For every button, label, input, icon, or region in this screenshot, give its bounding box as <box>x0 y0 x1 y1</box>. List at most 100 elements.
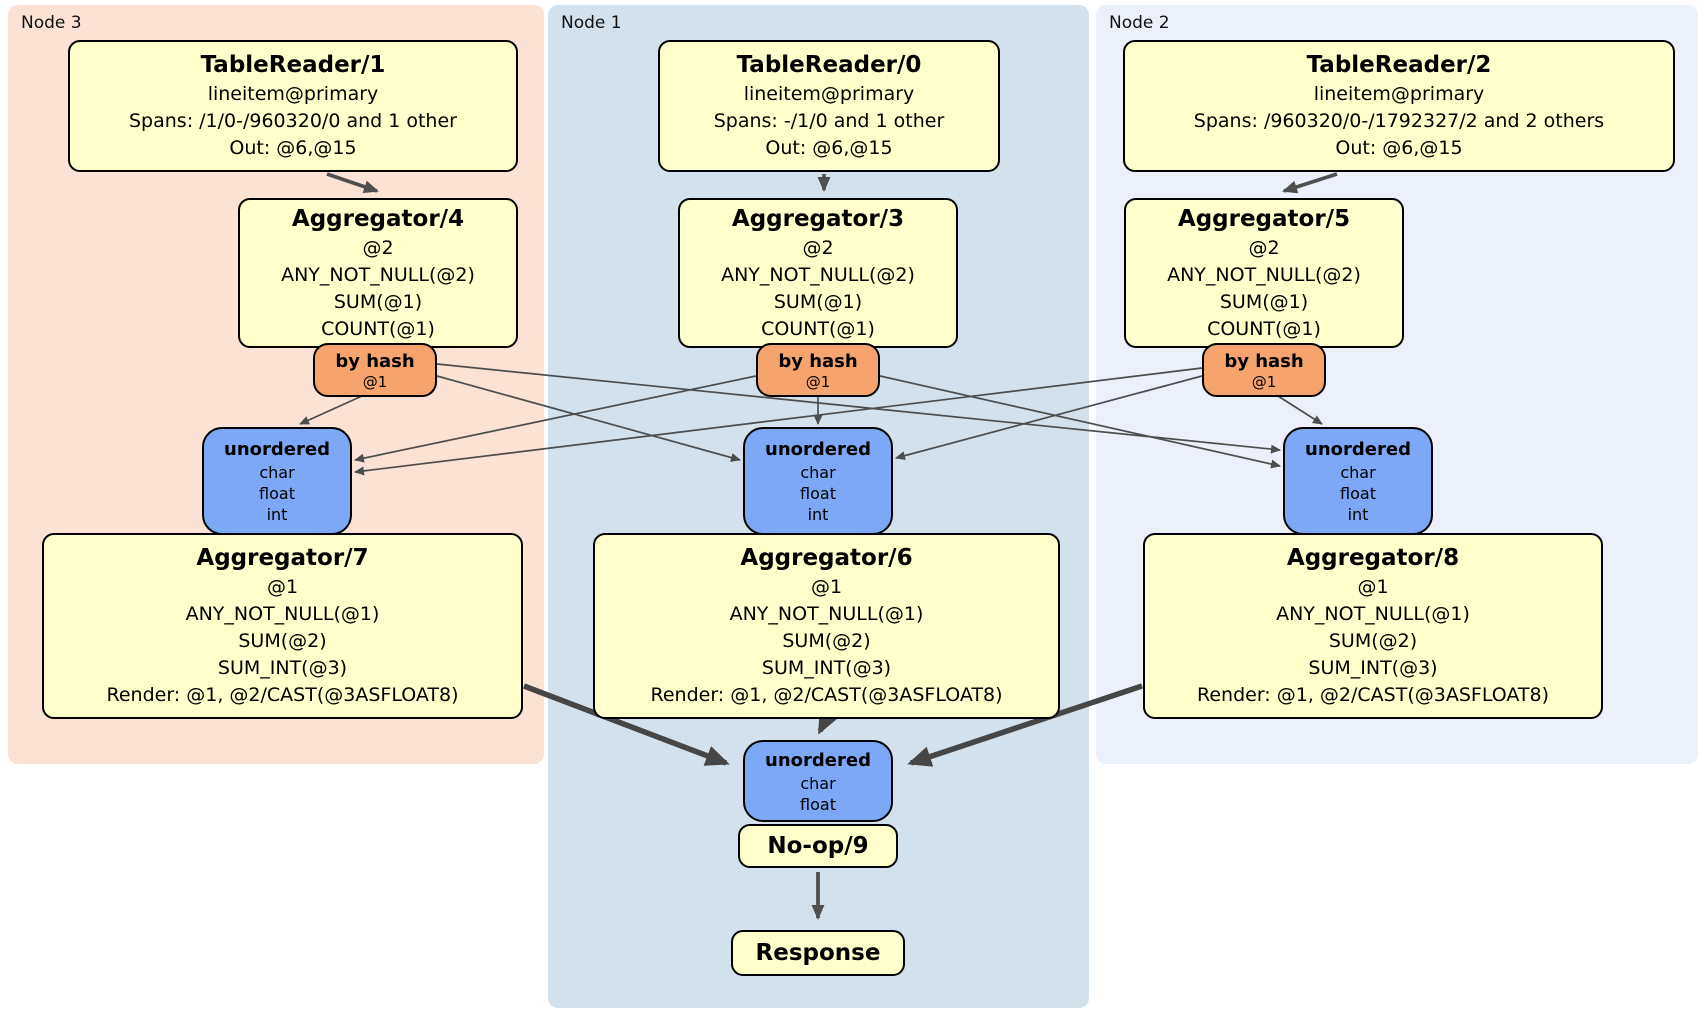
sync-title: unordered <box>1305 439 1411 460</box>
sync-line: int <box>807 505 829 524</box>
router-title: by hash <box>335 350 415 372</box>
plan-node-aggregator-7: Aggregator/7 @1 ANY_NOT_NULL(@1) SUM(@2)… <box>42 533 523 719</box>
box-line: SUM(@2) <box>782 630 871 652</box>
sync-line: float <box>800 484 836 503</box>
panel-label-node-3: Node 3 <box>21 13 82 33</box>
box-line: ANY_NOT_NULL(@1) <box>1276 603 1470 625</box>
edge-aggregator6-sync-final <box>817 708 839 735</box>
box-line: ANY_NOT_NULL(@2) <box>281 263 475 286</box>
box-line: @1 <box>1357 576 1389 598</box>
plan-node-aggregator-8: Aggregator/8 @1 ANY_NOT_NULL(@1) SUM(@2)… <box>1143 533 1603 719</box>
router-detail: @1 <box>362 372 388 391</box>
box-line: Spans: /960320/0-/1792327/2 and 2 others <box>1193 110 1605 132</box>
box-line: SUM_INT(@3) <box>761 657 892 679</box>
box-line: ANY_NOT_NULL(@2) <box>1167 263 1361 286</box>
edge-hash-mid-sync-left <box>354 375 757 463</box>
box-line: Out: @6,@15 <box>229 137 357 159</box>
edge-tablereader1-aggregator4 <box>326 172 379 193</box>
router-title: by hash <box>1224 350 1304 372</box>
box-line: @2 <box>802 236 834 259</box>
router-detail: @1 <box>1251 372 1277 391</box>
box-line: SUM(@1) <box>1219 290 1309 313</box>
plan-node-tablereader-2: TableReader/2 lineitem@primary Spans: /9… <box>1123 40 1675 172</box>
plan-node-aggregator-5: Aggregator/5 @2 ANY_NOT_NULL(@2) SUM(@1)… <box>1124 198 1404 348</box>
sync-line: float <box>800 794 836 814</box>
box-line: SUM(@1) <box>773 290 863 313</box>
box-title: Aggregator/6 <box>740 545 913 571</box>
box-line: ANY_NOT_NULL(@1) <box>185 603 380 625</box>
box-title: TableReader/1 <box>200 52 386 78</box>
box-line: SUM(@1) <box>333 290 423 313</box>
box-line: Render: @1, @2/CAST(@3ASFLOAT8) <box>106 684 459 706</box>
panel-label-node-2: Node 2 <box>1109 13 1170 33</box>
box-line: Spans: -/1/0 and 1 other <box>713 110 945 132</box>
box-line: SUM(@2) <box>238 630 327 652</box>
box-line: SUM(@2) <box>1328 630 1418 652</box>
edge-hash-right-sync-right <box>1277 395 1323 425</box>
plan-node-tablereader-1: TableReader/1 lineitem@primary Spans: /1… <box>68 40 518 172</box>
box-line: lineitem@primary <box>207 83 379 105</box>
box-line: Render: @1, @2/CAST(@3ASFLOAT8) <box>1197 684 1549 706</box>
plan-node-aggregator-6: Aggregator/6 @1 ANY_NOT_NULL(@1) SUM(@2)… <box>593 533 1060 719</box>
box-title: Aggregator/3 <box>731 205 905 232</box>
sync-line: char <box>800 463 836 482</box>
router-by-hash-node2: by hash @1 <box>1202 343 1326 397</box>
router-title: by hash <box>778 350 858 372</box>
box-title: TableReader/0 <box>736 52 922 78</box>
sync-unordered-node1: unordered char float int <box>743 427 893 535</box>
box-title: TableReader/2 <box>1306 52 1492 78</box>
plan-node-aggregator-3: Aggregator/3 @2 ANY_NOT_NULL(@2) SUM(@1)… <box>678 198 958 348</box>
sync-title: unordered <box>224 439 330 460</box>
box-title: No-op/9 <box>767 833 869 859</box>
sync-line: char <box>1340 463 1376 482</box>
edge-aggregator8-sync-final <box>907 683 1143 767</box>
box-line: COUNT(@1) <box>761 317 875 340</box>
plan-node-response: Response <box>731 930 905 976</box>
box-title: Aggregator/7 <box>196 545 369 571</box>
box-line: Out: @6,@15 <box>765 137 893 159</box>
edge-hash-right-sync-left <box>354 367 1203 476</box>
box-line: SUM_INT(@3) <box>217 657 348 679</box>
box-title: Aggregator/5 <box>1177 205 1351 232</box>
sync-unordered-node2: unordered char float int <box>1283 427 1433 535</box>
sync-line: float <box>259 484 295 503</box>
box-title: Aggregator/8 <box>1286 545 1460 571</box>
box-line: SUM_INT(@3) <box>1308 657 1438 679</box>
sync-line: float <box>1340 484 1376 503</box>
sync-line: int <box>1347 505 1369 524</box>
panel-label-node-1: Node 1 <box>561 13 622 33</box>
plan-node-aggregator-4: Aggregator/4 @2 ANY_NOT_NULL(@2) SUM(@1)… <box>238 198 518 348</box>
box-line: Out: @6,@15 <box>1335 137 1463 159</box>
box-line: Render: @1, @2/CAST(@3ASFLOAT8) <box>650 684 1003 706</box>
box-line: COUNT(@1) <box>1207 317 1321 340</box>
router-by-hash-node3: by hash @1 <box>313 343 437 397</box>
edge-hash-right-sync-mid <box>895 375 1203 461</box>
box-line: @1 <box>266 576 299 598</box>
router-detail: @1 <box>805 372 831 391</box>
edge-tablereader2-aggregator5 <box>1282 172 1338 194</box>
sync-line: char <box>259 463 295 482</box>
sync-unordered-final: unordered char float <box>743 740 893 822</box>
sync-line: int <box>266 505 288 524</box>
box-line: Spans: /1/0-/960320/0 and 1 other <box>129 110 457 132</box>
edge-hash-left-sync-left <box>299 395 363 425</box>
sync-line: char <box>800 773 836 793</box>
edge-hash-left-sync-mid <box>436 375 741 462</box>
edge-hash-mid-sync-right <box>879 375 1281 469</box>
box-line: ANY_NOT_NULL(@1) <box>729 603 924 625</box>
plan-node-tablereader-0: TableReader/0 lineitem@primary Spans: -/… <box>658 40 1000 172</box>
box-title: Response <box>755 940 881 966</box>
box-line: lineitem@primary <box>1313 83 1485 105</box>
box-line: lineitem@primary <box>743 83 915 105</box>
sync-unordered-node3: unordered char float int <box>202 427 352 535</box>
box-line: @2 <box>1248 236 1280 259</box>
box-line: @2 <box>362 236 394 259</box>
sync-title: unordered <box>765 439 871 460</box>
router-by-hash-node1: by hash @1 <box>756 343 880 397</box>
edge-aggregator7-sync-final <box>523 683 730 766</box>
sync-title: unordered <box>765 749 871 771</box>
box-line: @1 <box>810 576 843 598</box>
box-line: COUNT(@1) <box>321 317 435 340</box>
